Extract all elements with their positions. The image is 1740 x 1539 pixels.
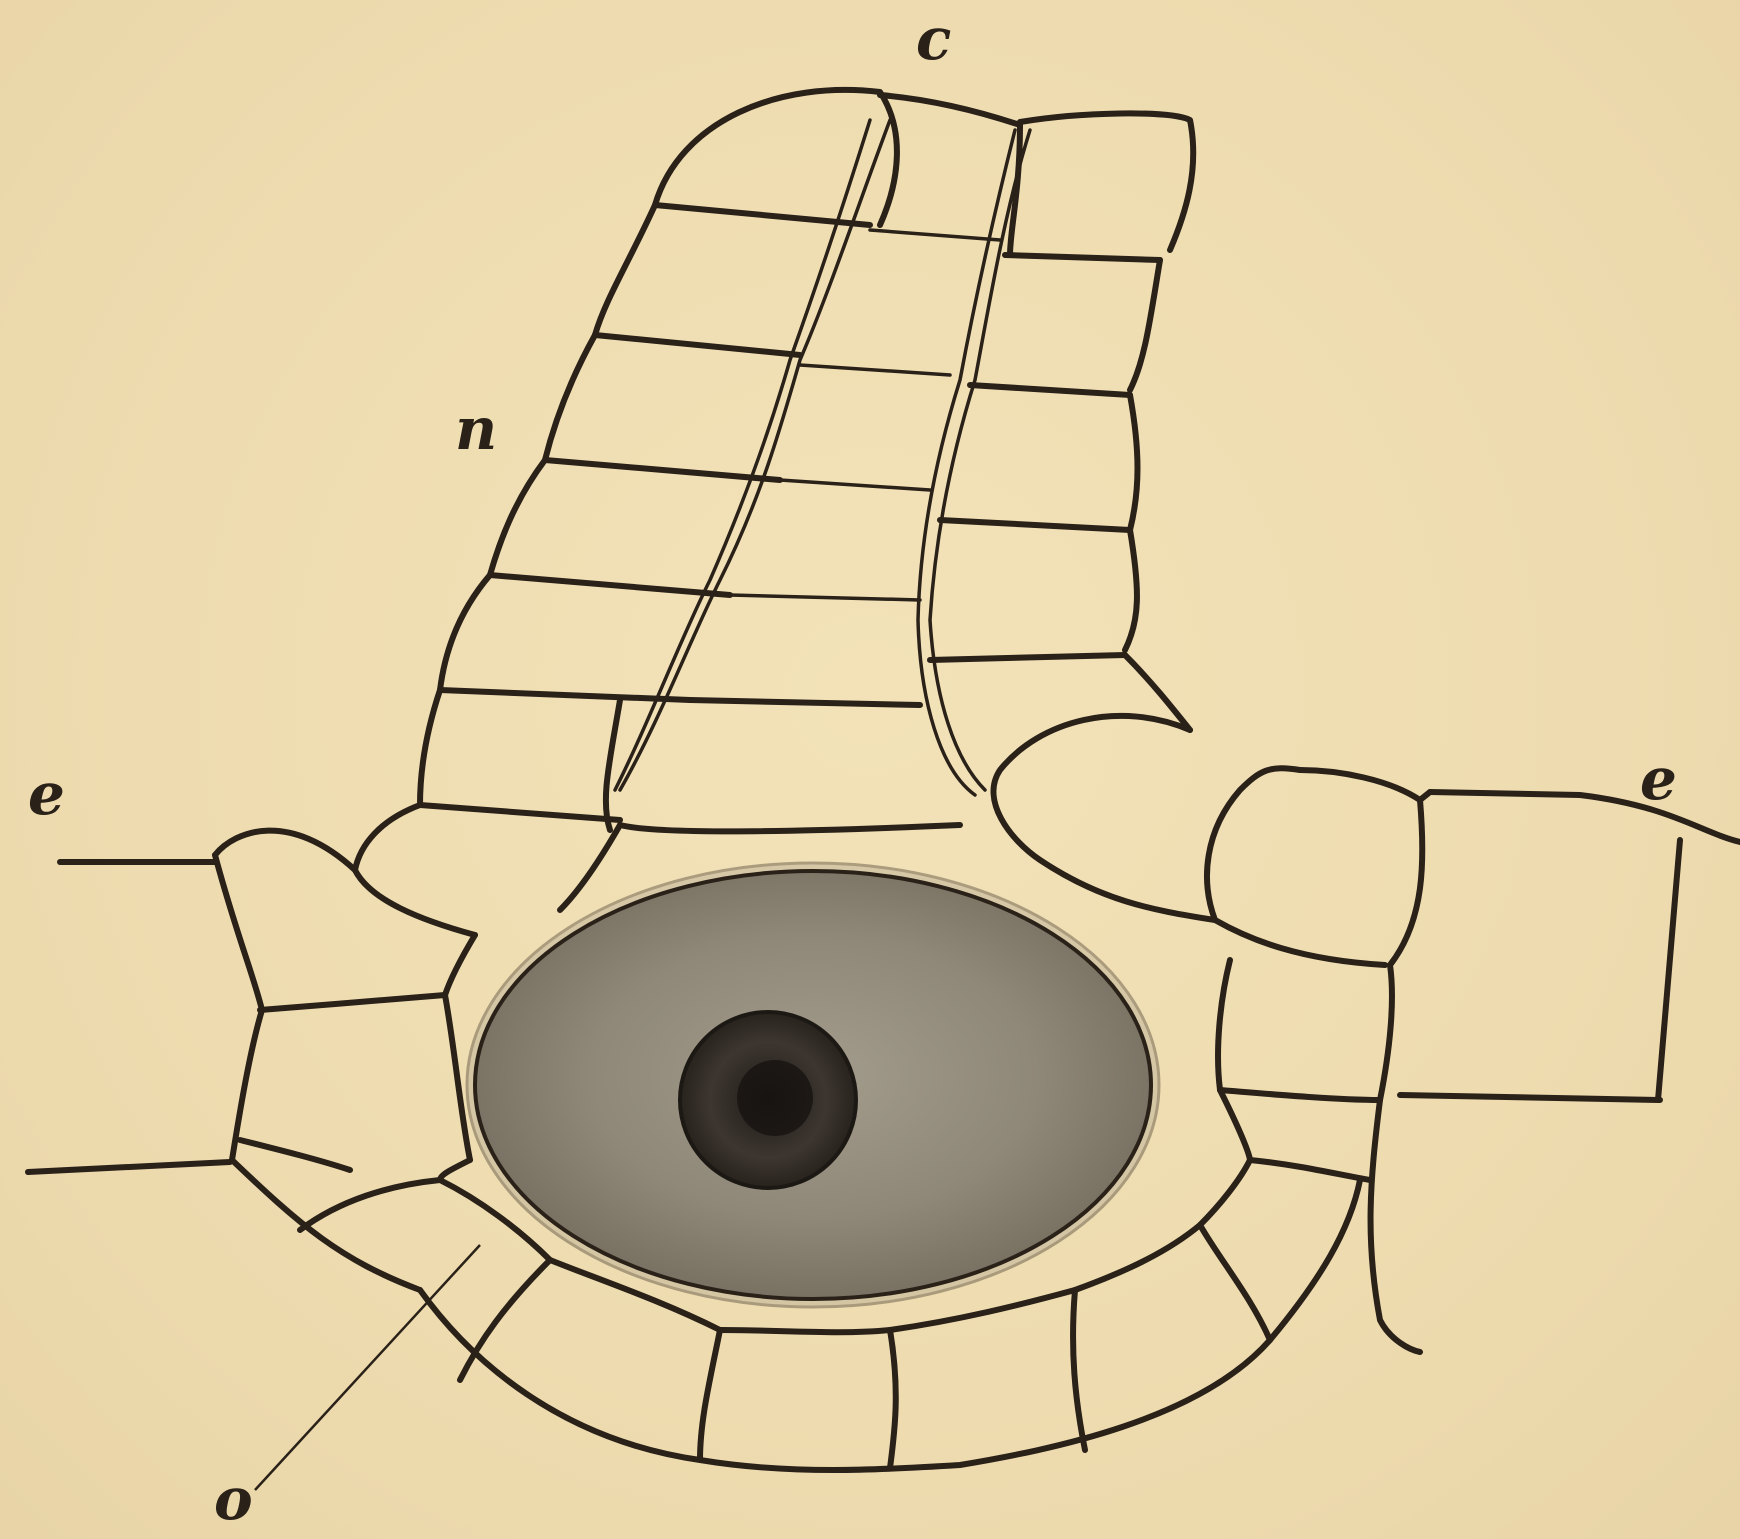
egg-cell: [467, 863, 1159, 1307]
epidermis-left: [28, 855, 262, 1172]
label-o-venter: o: [214, 1470, 253, 1528]
label-e-left: e: [28, 765, 65, 823]
label-c-top: c: [916, 10, 951, 68]
label-n-neck: n: [455, 400, 497, 458]
label-e-right: e: [1640, 750, 1677, 808]
epidermis-right: [1400, 792, 1740, 1100]
label-o-leader: [255, 1245, 480, 1490]
